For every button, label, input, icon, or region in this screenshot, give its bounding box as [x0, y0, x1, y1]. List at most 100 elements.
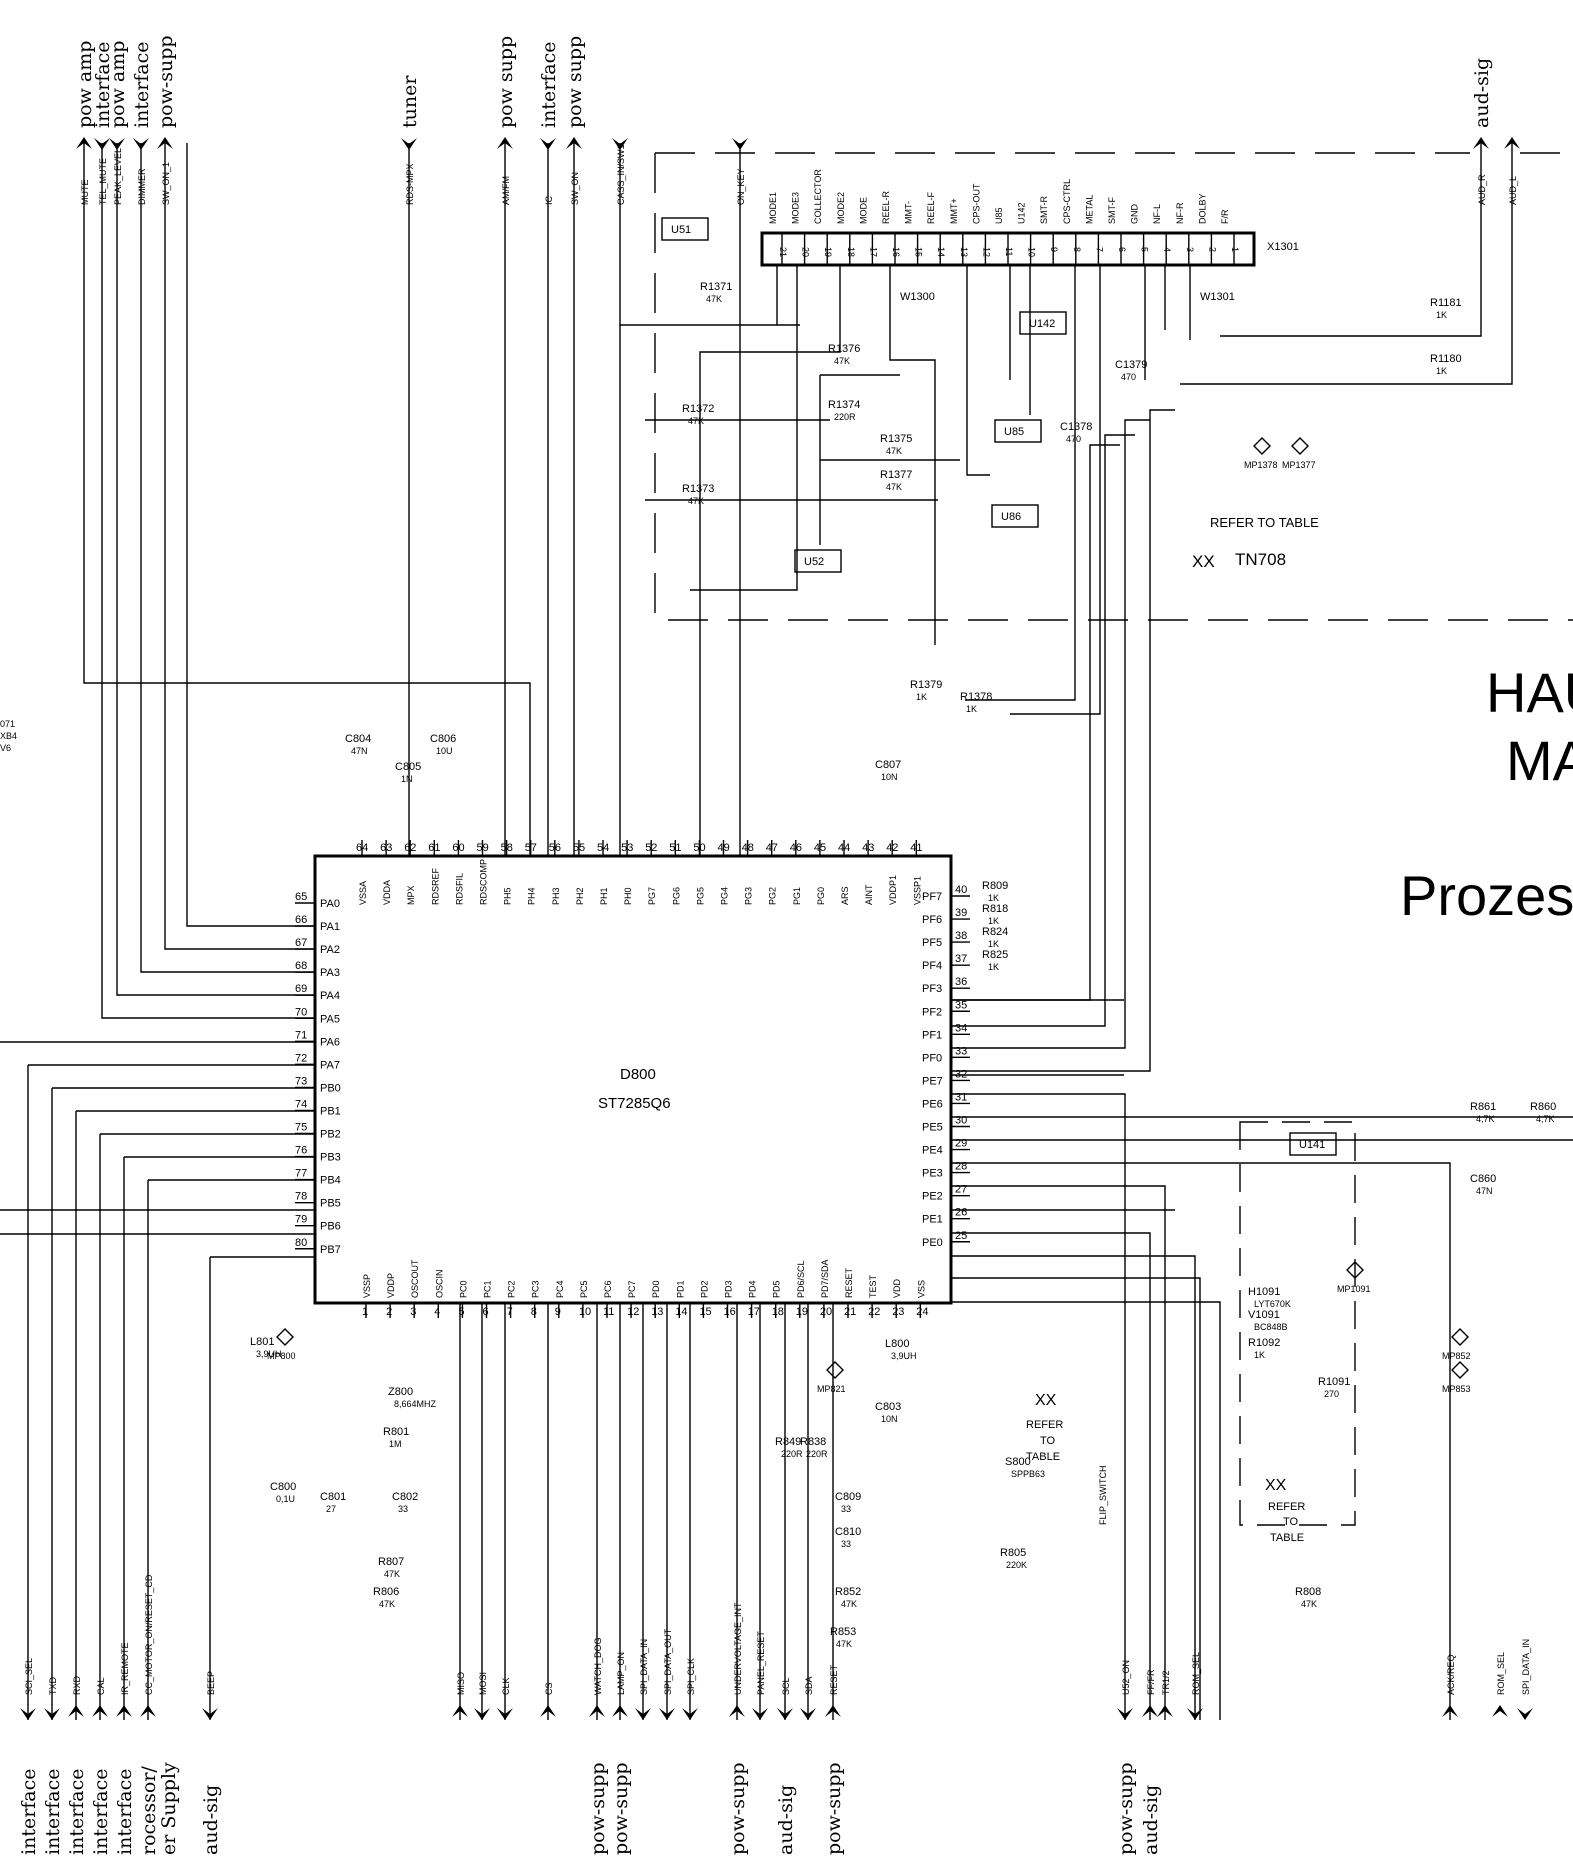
top-signal-name: AUD_R	[1477, 174, 1487, 205]
ic-left-pin-number: 67	[295, 937, 307, 949]
ic-left-pin-name: PA5	[320, 1013, 340, 1025]
supply-box	[994, 419, 1042, 443]
ic-ref: D800	[620, 1066, 656, 1083]
component-ref: R1375	[880, 433, 912, 445]
component-ref: L800	[885, 1338, 909, 1350]
bottom-signal-name: ROM_SEL	[1191, 1652, 1201, 1695]
component-value: 1K	[1436, 310, 1447, 320]
ic-right-pin-number: 28	[955, 1161, 967, 1173]
ic-bottom-pin-number: 10	[579, 1306, 591, 1318]
ic-left-pin-number: 76	[295, 1145, 307, 1157]
bottom-signal-target: pow-supp	[1115, 1762, 1137, 1855]
components: R137147KR137247KR137347KR1374220RR137547…	[250, 281, 1556, 1649]
connector-ref: X1301	[1267, 241, 1299, 253]
component-value: 1K	[988, 939, 999, 949]
ic-top-pin-name: PH3	[551, 887, 561, 905]
bottom-signal-name: RESET	[829, 1664, 839, 1695]
test-point-label: MP800	[267, 1351, 296, 1361]
bottom-signal-name: MOSI	[478, 1672, 488, 1695]
component-value: 47K	[834, 356, 850, 366]
ic-bottom-pin-name: VSS	[916, 1280, 926, 1298]
connector-pin-number: 20	[801, 247, 811, 257]
ic-bottom-pin-name: OSCIN	[434, 1269, 444, 1298]
bottom-signal-name: PANEL_RESET	[756, 1631, 766, 1695]
ic-left-pin-name: PB6	[320, 1221, 341, 1233]
ic-right-pin-number: 37	[955, 953, 967, 965]
top-signal-arrow	[94, 138, 110, 150]
bottom-signal-arrow	[474, 1708, 490, 1720]
note-refer-3: REFER	[1268, 1501, 1305, 1513]
connector-pin-number: 13	[959, 247, 969, 257]
component-ref: C806	[430, 733, 456, 745]
ic-top-pin-number: 45	[814, 842, 826, 854]
component-value: 27	[326, 1504, 336, 1514]
bottom-signal-target: pow-supp	[727, 1762, 749, 1855]
connector-pin-number: 16	[891, 247, 901, 257]
top-signal-name: IC	[544, 195, 554, 205]
ic-left-pin-number: 77	[295, 1168, 307, 1180]
component-ref: R1376	[828, 343, 860, 355]
component-value: 220K	[1006, 1560, 1027, 1570]
test-point-marker	[826, 1361, 844, 1379]
bottom-signal-name: SPI_CLK	[686, 1658, 696, 1695]
bottom-signal-name: RXD	[72, 1675, 82, 1695]
ic-bottom-pin-name: OSCOUT	[410, 1259, 420, 1298]
fragment-v6: V6	[0, 743, 11, 753]
ic-left-pin-number: 80	[295, 1237, 307, 1249]
component-ref: S800	[1005, 1456, 1031, 1468]
component-ref: R852	[835, 1586, 861, 1598]
bottom-signal-target: interface	[42, 1768, 64, 1855]
top-signal-name: PEAK_LEVEL	[113, 148, 123, 205]
component-ref: R824	[982, 926, 1008, 938]
connector-pin-number: 8	[1072, 247, 1082, 252]
component-value: 8,664MHZ	[394, 1399, 437, 1409]
ic-bottom-pin-name: PC7	[627, 1280, 637, 1298]
connector-pin-name: MODE3	[791, 192, 801, 224]
title-fragment-ma: MA	[1506, 729, 1573, 792]
top-signal-arrow	[732, 138, 748, 150]
ic-top-pin-number: 60	[452, 842, 464, 854]
ic-left-pin-name: PA6	[320, 1036, 340, 1048]
component-ref: Z800	[388, 1386, 413, 1398]
note-to-3: TO	[1283, 1516, 1299, 1528]
component-value: 1K	[916, 692, 927, 702]
ic-left-pin-name: PA0	[320, 898, 340, 910]
component-ref: R801	[383, 1426, 409, 1438]
bottom-signal-arrow	[659, 1708, 675, 1720]
bottom-signal-target: pow-supp	[610, 1762, 632, 1855]
bottom-signal-name: SCL	[781, 1677, 791, 1695]
ic-top-pin-number: 55	[573, 842, 585, 854]
connector-pin-number: 3	[1185, 247, 1195, 252]
test-point-label: MP853	[1442, 1384, 1471, 1394]
ic-top-pin-number: 63	[380, 842, 392, 854]
ic-top-pin-number: 46	[790, 842, 802, 854]
ic-bottom-pin-number: 22	[868, 1306, 880, 1318]
ic-bottom-pin-number: 4	[434, 1306, 440, 1318]
component-value: 47K	[1301, 1599, 1317, 1609]
connector-pin-name: SMT-F	[1107, 197, 1117, 224]
ic-top-pin-name: RDSREF	[430, 867, 440, 905]
component-ref: R1374	[828, 399, 860, 411]
top-signal-target: pow amp	[107, 41, 129, 128]
ic-top-pin-number: 48	[742, 842, 754, 854]
component-value: 47K	[688, 416, 704, 426]
component-ref: C860	[1470, 1173, 1496, 1185]
note-refer-2: REFER	[1026, 1419, 1063, 1431]
bottom-signal-target: pow-supp	[587, 1762, 609, 1855]
bottom-signals: SCI_SELinterfaceTXDinterfaceRXDinterface…	[18, 1574, 1533, 1855]
connector-pin-name: MMT-	[904, 201, 914, 224]
top-signal-target: pow supp	[495, 36, 517, 128]
top-signal-target: tuner	[399, 75, 421, 128]
ic-left-pin-number: 72	[295, 1052, 307, 1064]
ic-left-pin-name: PB2	[320, 1129, 341, 1141]
ic-bottom-pin-name: PC1	[483, 1280, 493, 1298]
component-ref: C804	[345, 733, 371, 745]
bottom-signal-target: aud-sig	[775, 1785, 797, 1855]
ic-top-pin-number: 64	[356, 842, 368, 854]
ic-bottom-pin-name: PD3	[724, 1280, 734, 1298]
connector-pin-number: 9	[1049, 247, 1059, 252]
connector-pin-name: CPS-OUT	[971, 183, 981, 224]
test-point-label: MP1091	[1337, 1284, 1371, 1294]
test-point-marker	[1291, 437, 1309, 455]
